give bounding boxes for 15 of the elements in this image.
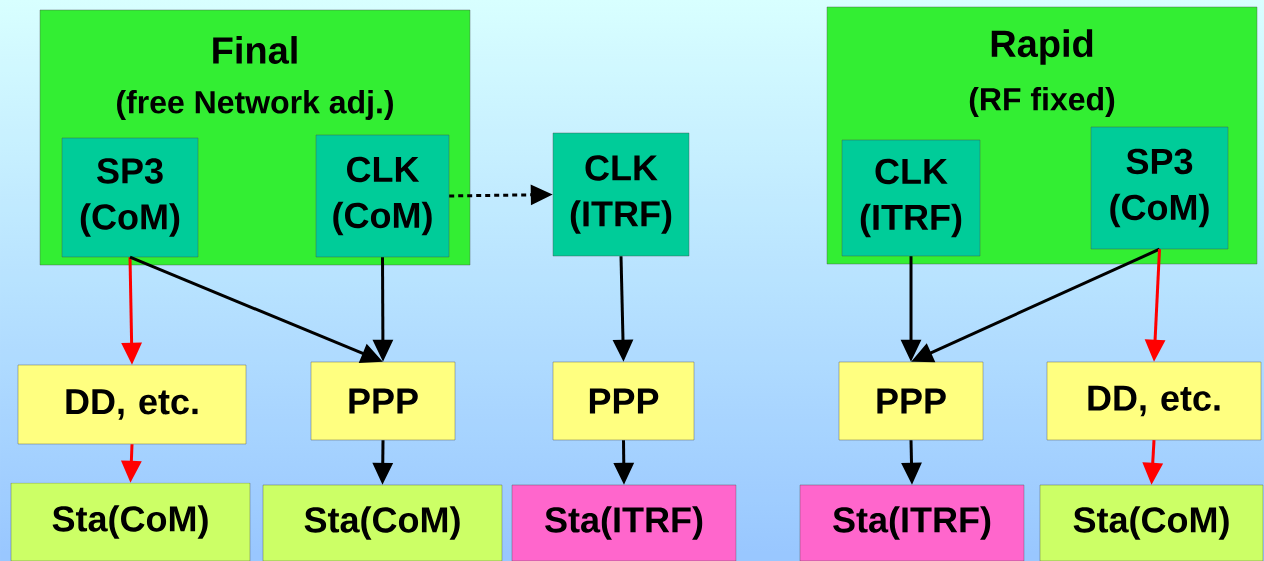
station-box: Sta(ITRF) bbox=[511, 484, 737, 561]
station-box: Sta(CoM) bbox=[1039, 484, 1264, 561]
product-box: CLK (ITRF) bbox=[841, 139, 981, 257]
process-box: PPP bbox=[838, 361, 984, 441]
product-box: SP3 (CoM) bbox=[61, 137, 199, 258]
station-box: Sta(CoM) bbox=[10, 482, 251, 561]
station-box: Sta(CoM) bbox=[262, 484, 503, 561]
product-box: SP3 (CoM) bbox=[1090, 126, 1229, 250]
product-box: CLK (ITRF) bbox=[552, 132, 690, 257]
station-box: Sta(ITRF) bbox=[799, 484, 1025, 561]
process-box: PPP bbox=[552, 361, 695, 441]
process-box: PPP bbox=[310, 361, 456, 441]
process-box: DD, etc. bbox=[1046, 361, 1262, 441]
process-box: DD, etc. bbox=[17, 364, 247, 445]
product-box: CLK (CoM) bbox=[315, 134, 450, 258]
